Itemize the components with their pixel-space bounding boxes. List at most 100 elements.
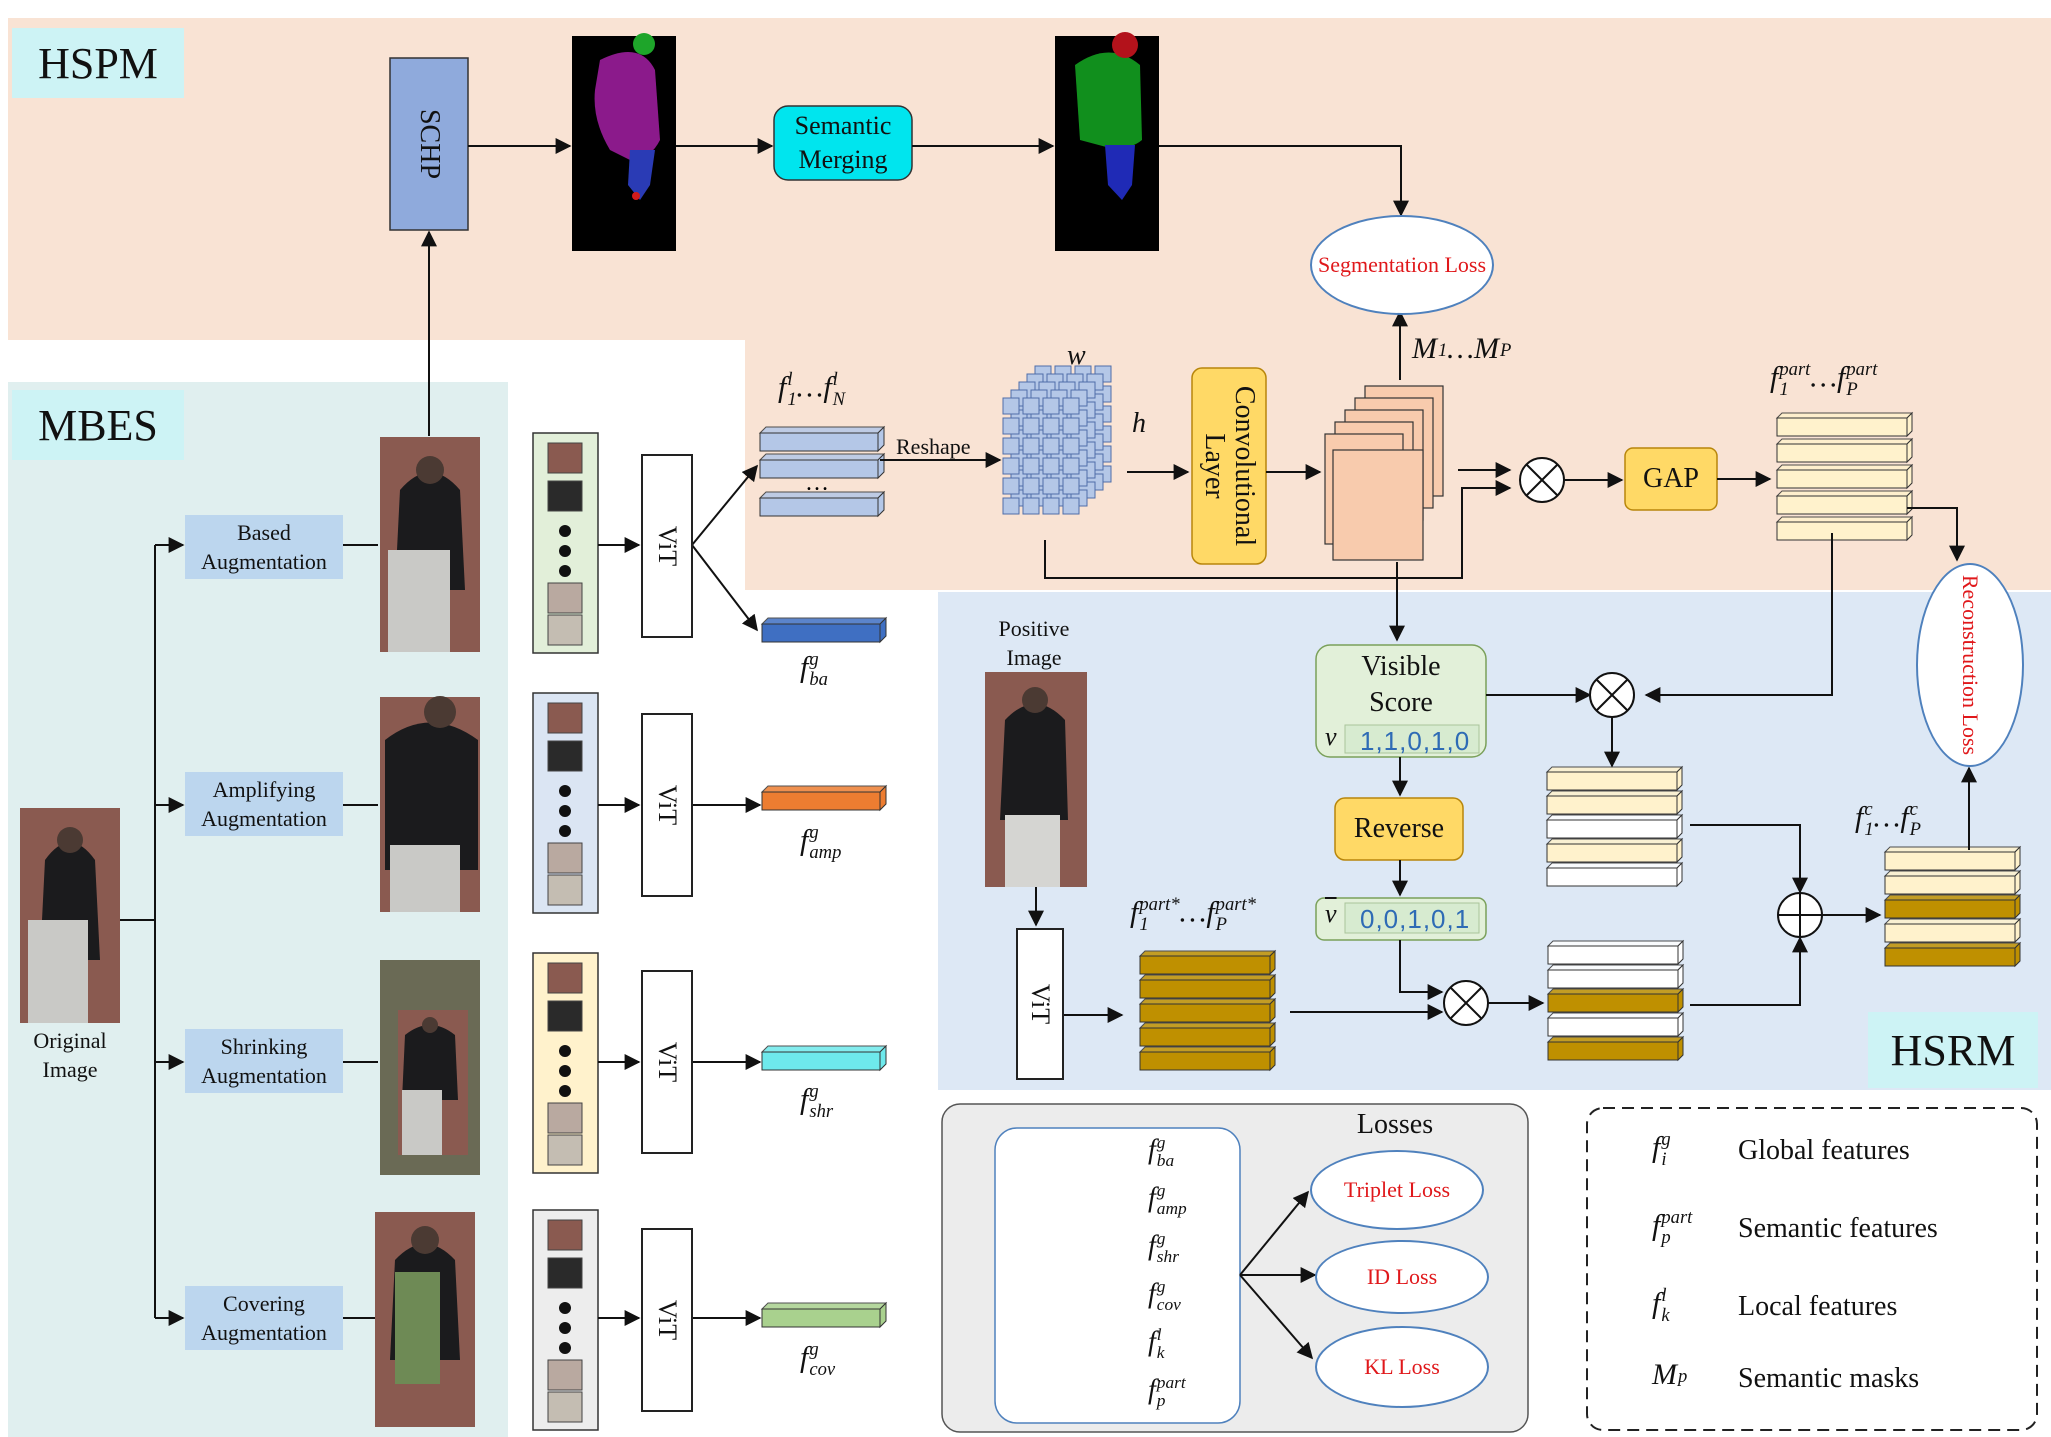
patch-tile [547,1359,583,1391]
patch-tile [547,1000,583,1032]
semantic-merging-label: Semantic Merging [794,111,892,174]
vbar-symbol: v [1325,899,1337,929]
vit-text: ViT [1025,983,1055,1025]
cube-cell [1022,417,1040,435]
part-feature-stack [1775,411,1914,542]
cube-cell [1042,397,1060,415]
conv-layer-box [1191,367,1267,565]
vit-block-amplifying: ViT [641,713,693,897]
feature-bar-shr [760,1044,888,1072]
cube-cell [1002,477,1020,495]
patch-tile [547,480,583,512]
patch-tile [547,582,583,614]
patch-dot [559,1342,571,1354]
id-loss-text: ID Loss [1366,1264,1438,1289]
cube-cell [1022,497,1040,515]
gap-label: GAP [1642,463,1699,494]
feature-bar-ba [760,616,888,644]
vit-text: ViT [652,1299,682,1341]
cube-cell [1002,497,1020,515]
complement-part-stack-row-0 [1546,939,1685,966]
reconstructed-feature-stack-row-0 [1883,845,2022,872]
complement-part-stack-row-1 [1546,963,1685,990]
add-node [1777,892,1823,938]
cube-cell [1062,397,1080,415]
conv-layer-label: Convolutional Layer [1192,368,1266,564]
patch-dot [559,1065,571,1077]
masked-part-stack-row-3 [1545,837,1684,864]
losses-feature-group [994,1127,1241,1424]
cube-height-label: h [1132,408,1146,439]
complement-part-stack-row-3 [1546,1011,1685,1038]
cube-cell [1062,457,1080,475]
segmentation-loss-node: Segmentation Loss [1310,215,1494,315]
legend-text-global: Global features [1738,1135,1910,1166]
multiply-node-3 [1443,980,1489,1026]
cube-cell [1022,397,1040,415]
patch-dot [559,525,571,537]
cube-cell [1062,497,1080,515]
id-loss-node: ID Loss [1315,1240,1489,1314]
feature-cube [1002,365,1112,515]
based-augmentation-box: Based Augmentation [185,515,343,579]
legend-text-semantic: Semantic features [1738,1213,1938,1244]
hsrm-label: HSRM [1868,1012,2038,1088]
patch-tile [547,702,583,734]
cube-cell [1062,417,1080,435]
patch-tile [547,874,583,906]
local-token-n [758,490,886,518]
cube-cell [1042,437,1060,455]
vit-block-positive: ViT [1016,928,1064,1080]
schp-box [389,57,469,231]
covering-augmentation-box: Covering Augmentation [185,1286,343,1350]
cube-cell [1062,477,1080,495]
original-image-label: Original Image [33,1028,107,1082]
multiply-node-2 [1589,672,1635,718]
masked-part-stack-row-2 [1545,813,1684,840]
masked-part-stack-row-1 [1545,789,1684,816]
patch-dot [559,1045,571,1057]
vit-text: ViT [652,784,682,826]
cube-cell [1002,397,1020,415]
cube-cell [1042,477,1060,495]
patch-dot [559,1302,571,1314]
positive-part-stack [1138,949,1277,1072]
kl-loss-node: KL Loss [1315,1326,1489,1408]
cube-cell [1002,417,1020,435]
cube-width-label: w [1067,340,1086,371]
reconstructed-feature-stack-row-2 [1883,893,2022,920]
positive-part-stack-row-1 [1138,973,1277,1000]
vit-text: ViT [652,1041,682,1083]
patch-tile [547,442,583,474]
patch-tile [547,842,583,874]
complement-part-stack-row-4 [1546,1035,1685,1062]
vbar-symbol-text: v [1325,899,1337,928]
multiply-node-1 [1519,457,1565,503]
patch-tile [547,962,583,994]
feature-bar-amp [760,784,888,812]
local-token-1 [758,425,886,453]
reshape-label: Reshape [896,434,971,459]
semantic-masks [1324,385,1444,561]
losses-title: Losses [1356,1109,1434,1140]
shrinking-augmentation-box: Shrinking Augmentation [185,1029,343,1093]
reconstruction-loss-text: Reconstruction Loss [1958,574,1984,756]
patch-dot [559,1322,571,1334]
patch-tile [547,1134,583,1166]
visible-score-vector: 1,1,0,1,0 [1360,726,1471,756]
cube-cell [1022,477,1040,495]
feature-bar-cov [760,1301,888,1329]
cube-cell [1022,437,1040,455]
cube-cell [1042,457,1060,475]
